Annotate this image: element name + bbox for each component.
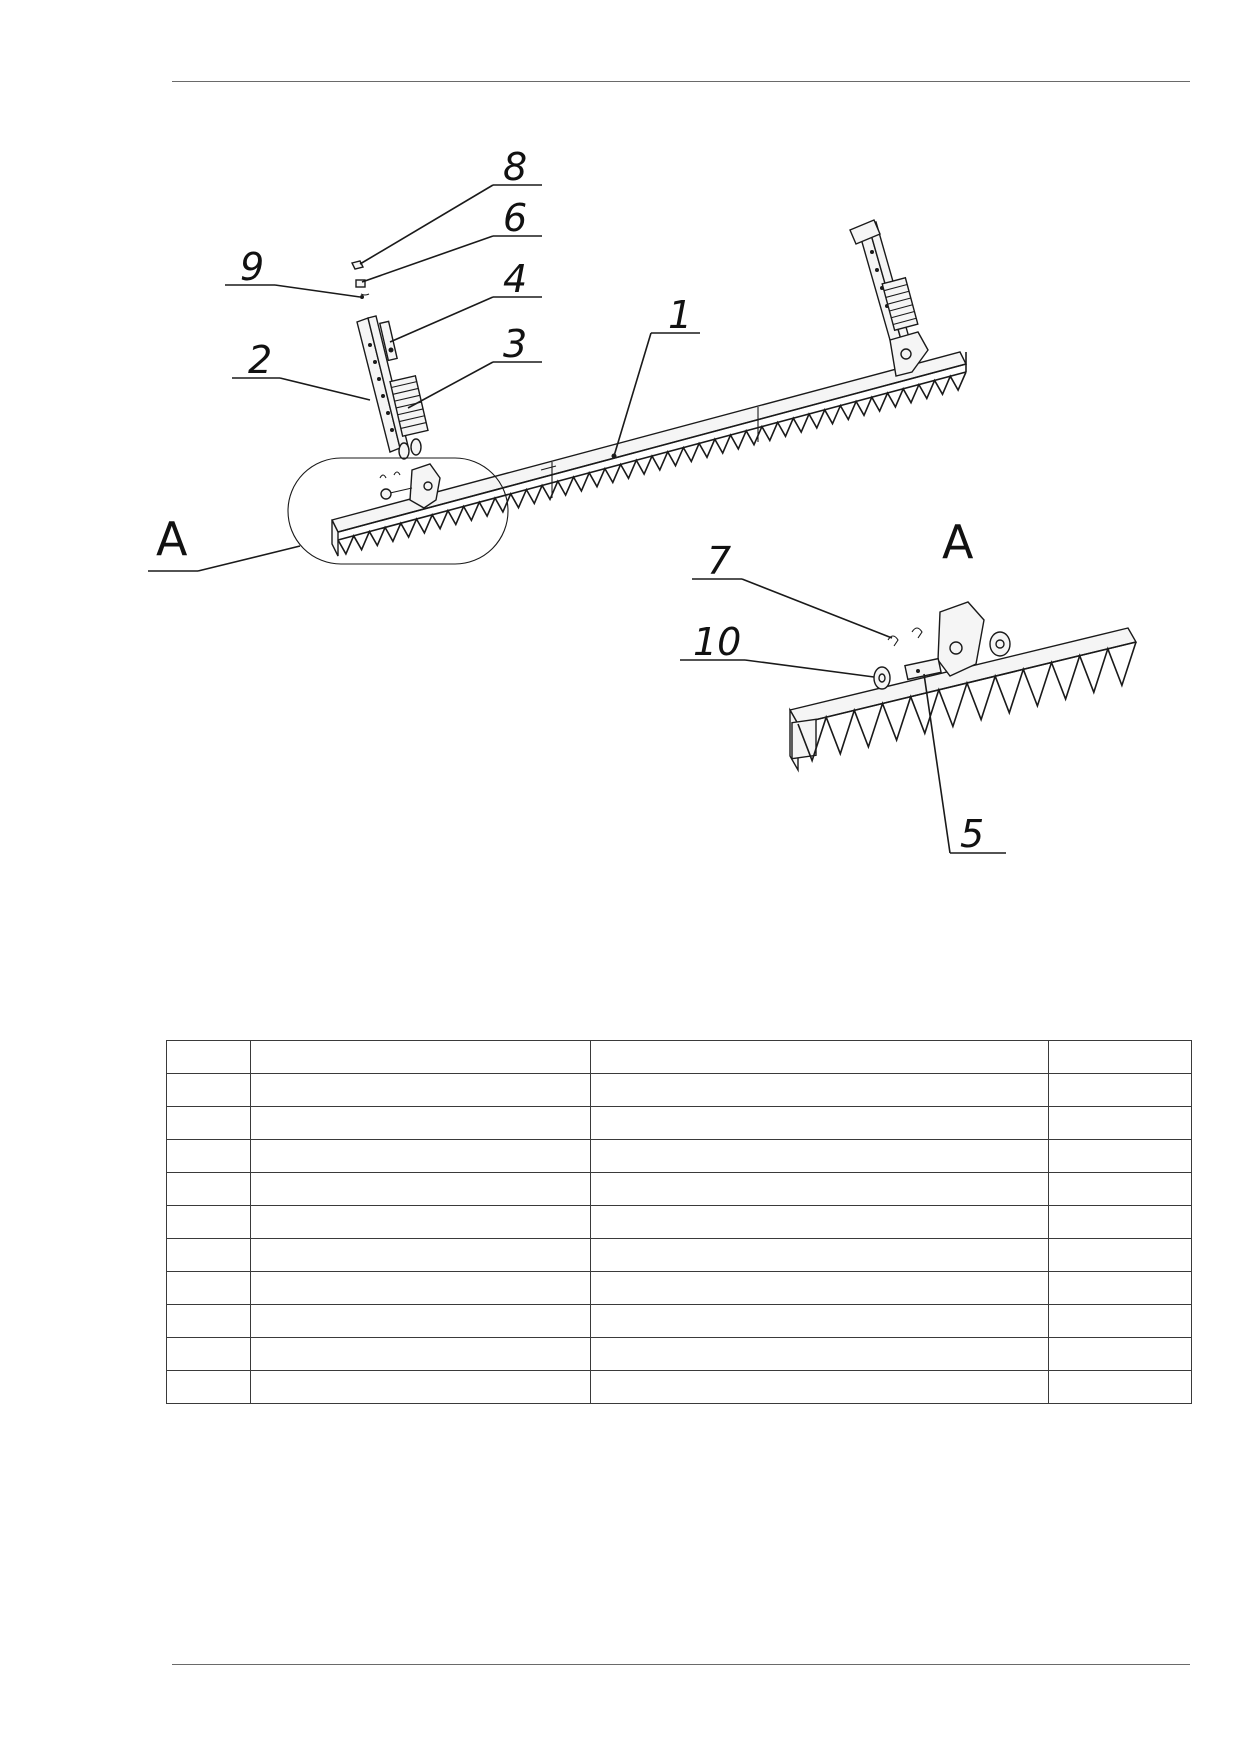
- table-cell: [250, 1205, 591, 1239]
- table-cell: [166, 1205, 251, 1239]
- table-cell: [166, 1304, 251, 1338]
- view-label-detail: A: [942, 515, 974, 569]
- table-cell: [1048, 1172, 1192, 1206]
- table-cell: [250, 1370, 591, 1404]
- table-cell: [590, 1172, 1049, 1206]
- table-cell: [166, 1238, 251, 1272]
- table-cell: [250, 1172, 591, 1206]
- assembly-drawing: 8 6 9 4 2 3 1 7 10 5 A A: [148, 145, 1138, 856]
- table-row: [166, 1205, 1192, 1239]
- table-row: [166, 1271, 1192, 1305]
- table-cell: [590, 1040, 1049, 1074]
- left-stand: [350, 260, 429, 460]
- main-bar: [330, 351, 968, 557]
- table-cell: [166, 1073, 251, 1107]
- table-row: [166, 1139, 1192, 1173]
- callout-10: 10: [693, 620, 741, 664]
- table-cell: [250, 1106, 591, 1140]
- table-cell: [250, 1139, 591, 1173]
- view-label-main: A: [156, 512, 188, 566]
- detail-view-a: [788, 601, 1138, 773]
- table-row: [166, 1040, 1192, 1074]
- table-row: [166, 1106, 1192, 1140]
- table-row: [166, 1304, 1192, 1338]
- table-cell: [590, 1238, 1049, 1272]
- right-stand: [849, 219, 929, 377]
- table-cell: [590, 1337, 1049, 1371]
- table-cell: [1048, 1271, 1192, 1305]
- callout-4: 4: [503, 257, 527, 301]
- table-cell: [1048, 1205, 1192, 1239]
- callout-5: 5: [960, 812, 984, 856]
- table-cell: [250, 1040, 591, 1074]
- table-cell: [590, 1304, 1049, 1338]
- table-cell: [250, 1337, 591, 1371]
- table-cell: [166, 1172, 251, 1206]
- table-cell: [1048, 1040, 1192, 1074]
- table-cell: [1048, 1139, 1192, 1173]
- table-cell: [166, 1106, 251, 1140]
- table-row: [166, 1238, 1192, 1272]
- table-cell: [590, 1106, 1049, 1140]
- table-cell: [590, 1271, 1049, 1305]
- table-cell: [250, 1238, 591, 1272]
- table-cell: [1048, 1073, 1192, 1107]
- footer-rule: [172, 1664, 1190, 1665]
- table-cell: [1048, 1304, 1192, 1338]
- callout-1: 1: [668, 293, 692, 337]
- leader-lines: [148, 184, 1006, 854]
- callout-9: 9: [240, 245, 264, 289]
- table-cell: [590, 1205, 1049, 1239]
- table-cell: [250, 1073, 591, 1107]
- table-cell: [590, 1139, 1049, 1173]
- table-row: [166, 1370, 1192, 1404]
- callout-8: 8: [503, 145, 527, 189]
- table-cell: [166, 1370, 251, 1404]
- table-row: [166, 1337, 1192, 1371]
- left-bracket: [379, 463, 441, 509]
- table-cell: [166, 1271, 251, 1305]
- callout-6: 6: [503, 196, 527, 240]
- callout-2: 2: [248, 338, 272, 382]
- parts-table: [166, 1040, 1192, 1404]
- table-cell: [590, 1370, 1049, 1404]
- table-cell: [166, 1337, 251, 1371]
- table-cell: [1048, 1370, 1192, 1404]
- table-cell: [590, 1073, 1049, 1107]
- table-cell: [250, 1304, 591, 1338]
- table-cell: [1048, 1238, 1192, 1272]
- table-cell: [166, 1040, 251, 1074]
- header-rule: [172, 81, 1190, 82]
- callout-3: 3: [503, 322, 527, 366]
- table-row: [166, 1073, 1192, 1107]
- table-cell: [1048, 1337, 1192, 1371]
- callout-7: 7: [707, 539, 731, 583]
- table-cell: [166, 1139, 251, 1173]
- table-cell: [250, 1271, 591, 1305]
- detail-a-boundary: [287, 457, 509, 565]
- table-row: [166, 1172, 1192, 1206]
- table-cell: [1048, 1106, 1192, 1140]
